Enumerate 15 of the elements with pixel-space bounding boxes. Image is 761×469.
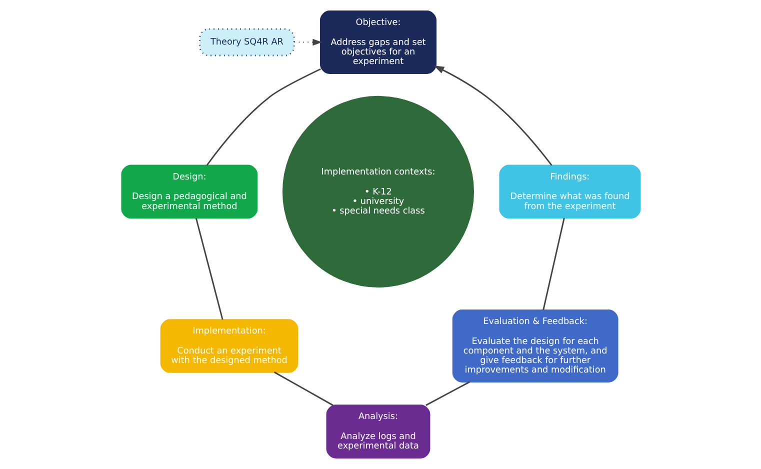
connector — [274, 372, 333, 406]
connector — [206, 68, 320, 166]
connector — [542, 218, 564, 310]
node-box: Design: Design a pedagogical and experimental method — [120, 164, 258, 219]
arrow — [294, 38, 322, 46]
node-box: Findings: Determine what was found from the experiment — [498, 164, 640, 219]
node-circle: Implementation contexts: • K-12 • university • special needs class — [282, 96, 474, 288]
connector — [425, 381, 470, 406]
node-box: Analysis: Analyze logs and experimental data — [326, 404, 430, 458]
node-box: Implementation: Conduct an experiment with the designed method — [160, 319, 298, 373]
node-box: Objective: Address gaps and set objectives for an experiment — [319, 10, 436, 74]
connector — [194, 218, 223, 320]
node-box: Theory SQ4R AR — [198, 28, 294, 56]
node-box: Evaluation & Feedback: Evaluate the design for each component and the system, and give feedback for further improvements and modification — [452, 310, 618, 383]
arrow — [433, 65, 552, 166]
